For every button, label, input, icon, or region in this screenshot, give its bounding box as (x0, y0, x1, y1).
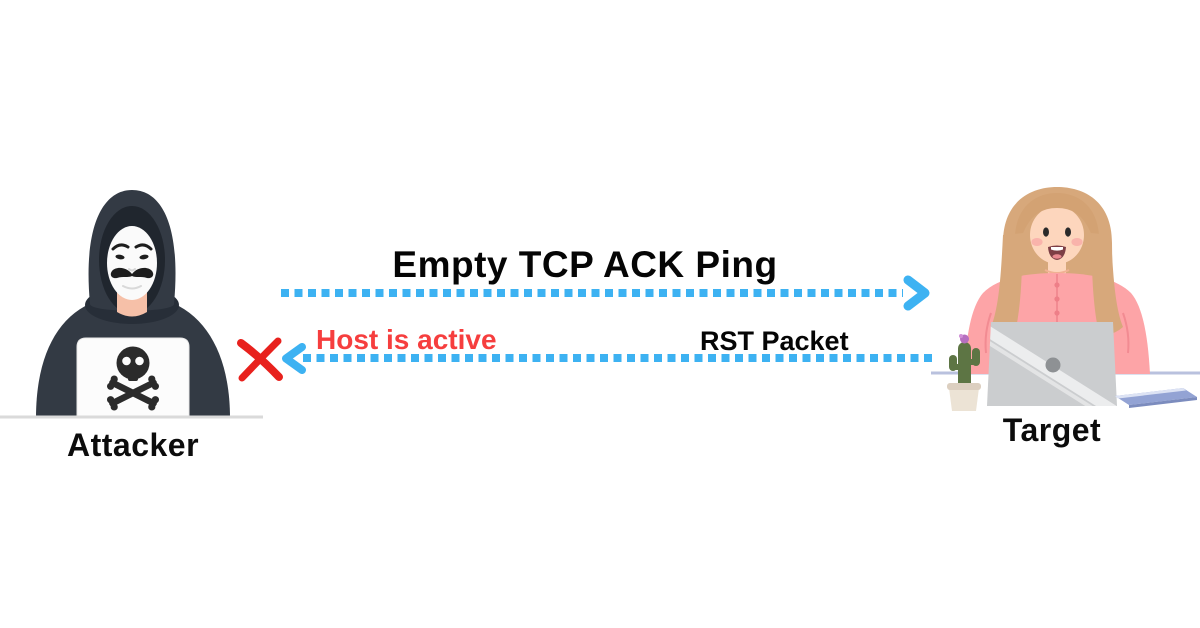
blue-chevron-left-icon (282, 343, 306, 374)
cactus-plant (947, 334, 981, 411)
reply-result-label: Host is active (316, 324, 497, 355)
skull-crossbones-icon (107, 346, 159, 411)
target-hair-strand-left (991, 233, 1023, 335)
target-hair-strand-right (1091, 233, 1123, 335)
anonymous-mask-icon (107, 226, 157, 300)
target-laptop (987, 322, 1117, 406)
target-label: Target (1002, 412, 1102, 448)
laptop-logo-dot (1045, 357, 1061, 373)
probe-dotted-line (281, 289, 903, 297)
probe-message-label: Empty TCP ACK Ping (392, 244, 778, 285)
red-x-icon (237, 337, 283, 382)
notebook (1115, 388, 1197, 408)
target-face (1015, 193, 1099, 264)
attacker-label: Attacker (66, 427, 200, 463)
blue-chevron-right-icon (903, 275, 930, 311)
reply-packet-label: RST Packet (700, 326, 849, 356)
reply-dotted-line (303, 354, 936, 362)
attacker-illustration (0, 190, 263, 419)
target-illustration (931, 187, 1200, 411)
